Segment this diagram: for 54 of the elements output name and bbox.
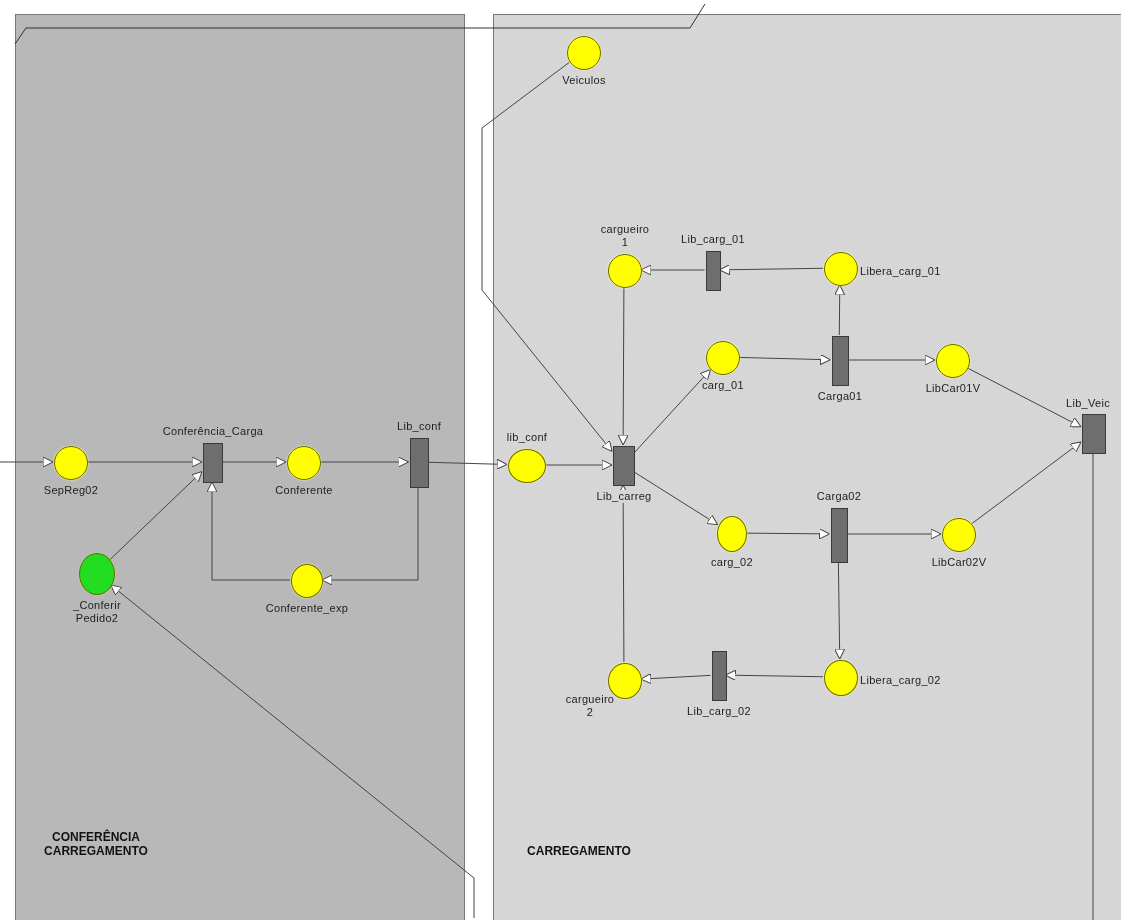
place-label: lib_conf: [506, 431, 548, 444]
transition-label: Lib_carreg: [596, 490, 652, 503]
arc-arrow: [738, 354, 831, 365]
place-label: Libera_carg_02: [860, 674, 941, 687]
swimlane-panel: [493, 14, 1121, 920]
arc-arrow: [633, 471, 719, 526]
transition-label: Lib_carg_01: [681, 233, 745, 246]
arc-arrow: [110, 584, 475, 919]
connector-line: [1092, 452, 1094, 920]
arc-arrow: [834, 561, 846, 660]
arc-arrow: [481, 61, 613, 452]
place-label: LibCar01V: [925, 382, 981, 395]
place-label: SepReg02: [43, 484, 99, 497]
transition-label: Carga01: [817, 390, 863, 403]
transition-label: Lib_conf: [397, 420, 441, 433]
arc-arrow: [221, 456, 287, 468]
arc-arrow: [321, 486, 419, 586]
arc-arrow: [633, 369, 711, 454]
arc-arrow: [109, 471, 203, 561]
place-label: Conferente: [275, 484, 333, 497]
arc-arrow: [719, 264, 824, 276]
arc-arrow: [617, 286, 629, 446]
transition-label: Lib_carg_02: [687, 705, 751, 718]
place-label: cargueiro 2: [564, 693, 616, 719]
place-label: Veiculos: [562, 74, 606, 87]
arc-arrow: [847, 354, 936, 366]
arc-arrow: [966, 367, 1082, 428]
arc-arrow: [617, 484, 629, 663]
arc-arrow: [640, 264, 705, 276]
arc-arrow: [427, 458, 508, 470]
arc-arrow: [86, 456, 203, 468]
arc-arrow: [846, 528, 942, 540]
lane-label: CARREGAMENTO: [526, 844, 632, 858]
arc-arrow: [0, 456, 54, 468]
place-label: cargueiro 1: [599, 223, 651, 249]
arc-arrow: [971, 441, 1082, 525]
place-label: Libera_carg_01: [860, 265, 941, 278]
lane-label: CONFERÊNCIA CARREGAMENTO: [43, 830, 149, 858]
arc-arrow: [544, 459, 613, 471]
arc-arrow: [725, 669, 824, 681]
arc-arrow: [834, 284, 846, 336]
arc-arrow: [206, 481, 291, 581]
place-label: carg_01: [702, 379, 744, 392]
arc-arrow: [319, 456, 409, 468]
place-label: _Conferir Pedido2: [72, 599, 122, 625]
transition-label: Carga02: [816, 489, 862, 503]
place-label: Conferente_exp: [265, 602, 349, 615]
place-label: carg_02: [711, 556, 753, 569]
place-label: LibCar02V: [931, 556, 987, 569]
transition-label: Conferência_Carga: [162, 425, 264, 438]
swimlane-panel: [15, 14, 465, 920]
transition-label: Lib_Veic: [1066, 397, 1110, 410]
arc-arrow: [640, 673, 711, 685]
arc-arrow: [745, 528, 830, 540]
